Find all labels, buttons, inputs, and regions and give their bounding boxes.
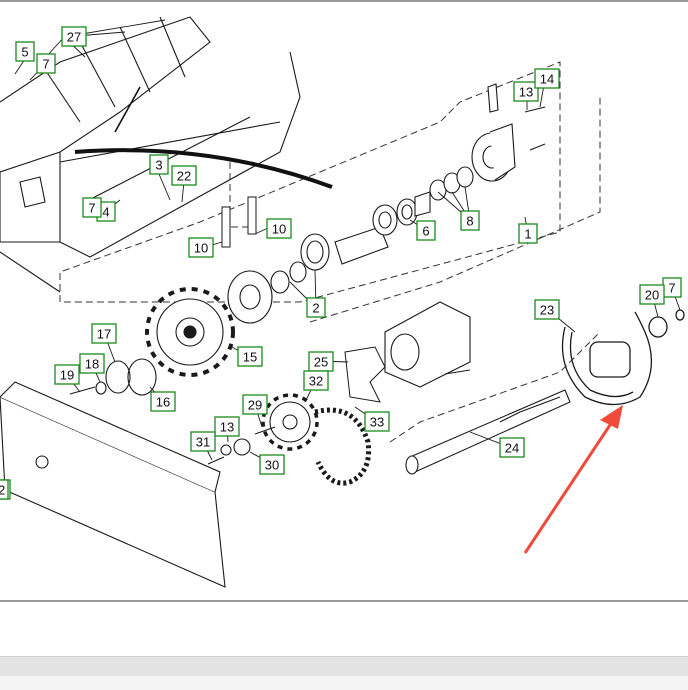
svg-text:13: 13 — [220, 420, 234, 435]
diagram-viewer: 1 2 2 3 4 5 6 7 7 7 8 10 10 12 13 13 14 … — [0, 0, 688, 602]
part-label-13-top[interactable]: 13 — [513, 81, 539, 102]
svg-text:24: 24 — [505, 441, 519, 456]
svg-text:15: 15 — [243, 350, 257, 365]
svg-text:8: 8 — [466, 214, 473, 229]
svg-text:6: 6 — [422, 224, 429, 239]
part-label-18[interactable]: 18 — [79, 353, 105, 374]
svg-text:7: 7 — [88, 201, 95, 216]
svg-text:7: 7 — [42, 57, 49, 72]
part-label-16[interactable]: 16 — [150, 391, 176, 412]
part-label-32[interactable]: 32 — [303, 370, 329, 391]
svg-text:18: 18 — [85, 357, 99, 372]
part-label-7-mid[interactable]: 7 — [82, 197, 102, 218]
exploded-parts-diagram: 1 2 2 3 4 5 6 7 7 7 8 10 10 12 13 13 14 … — [0, 16, 685, 588]
part-label-12[interactable]: 12 — [0, 479, 9, 500]
part-label-17[interactable]: 17 — [91, 323, 117, 344]
retaining-rings — [69, 358, 157, 396]
svg-text:10: 10 — [194, 241, 208, 256]
part-label-8[interactable]: 8 — [460, 210, 480, 231]
large-sprocket — [145, 287, 235, 377]
svg-text:29: 29 — [248, 398, 262, 413]
scraper-ring — [561, 309, 685, 406]
part-label-29[interactable]: 29 — [242, 394, 268, 415]
part-label-1[interactable]: 1 — [518, 223, 538, 244]
svg-text:32: 32 — [309, 374, 323, 389]
svg-text:23: 23 — [540, 303, 554, 318]
svg-text:3: 3 — [155, 158, 162, 173]
part-label-10-right[interactable]: 10 — [266, 218, 292, 239]
small-sprocket — [207, 393, 319, 465]
svg-text:1: 1 — [524, 227, 531, 242]
svg-text:14: 14 — [540, 72, 554, 87]
svg-text:4: 4 — [102, 205, 109, 220]
svg-text:33: 33 — [370, 415, 384, 430]
part-label-31[interactable]: 31 — [190, 431, 216, 452]
part-label-22[interactable]: 22 — [171, 165, 197, 186]
part-label-3[interactable]: 3 — [149, 154, 169, 175]
part-label-20[interactable]: 20 — [639, 284, 665, 305]
part-label-7-right[interactable]: 7 — [662, 277, 682, 298]
svg-text:20: 20 — [645, 288, 659, 303]
svg-text:12: 12 — [0, 483, 5, 498]
annotation-arrow — [523, 405, 623, 554]
svg-text:16: 16 — [156, 395, 170, 410]
part-labels: 1 2 2 3 4 5 6 7 7 7 8 10 10 12 13 13 14 … — [0, 26, 682, 500]
svg-text:31: 31 — [196, 435, 210, 450]
bracket-plate — [344, 346, 386, 403]
bottom-bar — [0, 676, 688, 690]
svg-text:27: 27 — [67, 30, 81, 45]
hose-line — [74, 148, 333, 189]
hydraulic-fittings — [221, 196, 257, 248]
part-label-6[interactable]: 6 — [416, 220, 436, 241]
part-label-25[interactable]: 25 — [308, 351, 334, 372]
part-label-13-bottom[interactable]: 13 — [214, 416, 240, 437]
svg-text:5: 5 — [21, 45, 28, 60]
part-label-30[interactable]: 30 — [259, 454, 285, 475]
shaft-assembly — [227, 83, 546, 324]
svg-text:19: 19 — [60, 368, 74, 383]
svg-text:7: 7 — [668, 281, 675, 296]
part-label-2[interactable]: 2 — [306, 297, 326, 318]
svg-text:13: 13 — [519, 85, 533, 100]
part-label-19[interactable]: 19 — [54, 364, 80, 385]
cover-plate — [0, 381, 226, 588]
drive-chain — [314, 407, 372, 486]
part-label-5[interactable]: 5 — [15, 41, 35, 62]
status-strip — [0, 656, 688, 677]
part-label-23[interactable]: 23 — [534, 299, 560, 320]
hydraulic-motor — [384, 301, 471, 388]
svg-text:30: 30 — [265, 458, 279, 473]
part-label-15[interactable]: 15 — [237, 346, 263, 367]
part-label-24[interactable]: 24 — [499, 437, 525, 458]
part-label-27[interactable]: 27 — [61, 26, 87, 47]
auger-shaft — [405, 389, 571, 475]
svg-text:10: 10 — [272, 222, 286, 237]
svg-text:17: 17 — [97, 327, 111, 342]
svg-text:22: 22 — [177, 169, 191, 184]
part-label-10-left[interactable]: 10 — [188, 237, 214, 258]
part-label-33[interactable]: 33 — [364, 411, 390, 432]
part-label-14[interactable]: 14 — [534, 68, 560, 89]
svg-text:2: 2 — [312, 301, 319, 316]
svg-text:25: 25 — [314, 355, 328, 370]
part-label-7-top[interactable]: 7 — [36, 53, 56, 74]
dashed-group-outlines — [59, 61, 601, 443]
